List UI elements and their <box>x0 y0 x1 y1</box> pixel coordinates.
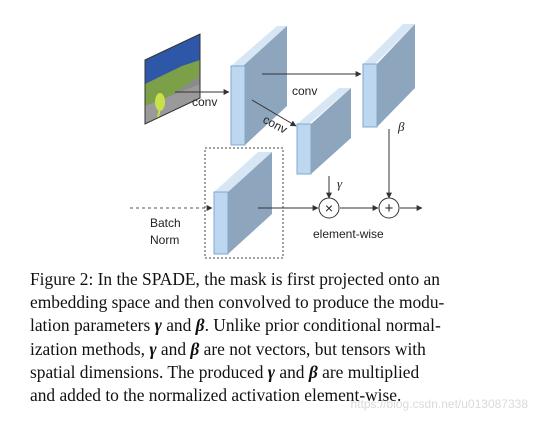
gamma-block-top <box>297 88 351 124</box>
label-conv-3: conv <box>261 112 290 136</box>
caption-line: lation parameters γ and β. Unlike prior … <box>30 315 441 336</box>
beta-block-top <box>363 24 415 64</box>
mask-tree-shape <box>155 93 165 111</box>
caption-line: spatial dimensions. The produced γ and β… <box>30 361 420 382</box>
label-beta: β <box>397 119 405 134</box>
normalized-block-top <box>214 152 272 192</box>
spade-diagram: × + conv conv conv γ β Batch Norm elemen… <box>130 24 423 259</box>
add-symbol: + <box>385 200 394 217</box>
caption-line: ization methods, γ and β are not vectors… <box>30 338 426 359</box>
beta-block-front <box>362 63 378 128</box>
multiply-operator: × <box>318 197 340 219</box>
normalized-activation-block <box>213 152 272 255</box>
normalized-block-face <box>228 152 272 254</box>
gamma-block <box>296 88 351 175</box>
beta-block-face <box>377 24 415 127</box>
add-circle <box>378 197 400 219</box>
label-conv-1: conv <box>192 95 217 109</box>
figure-caption: Figure 2: In the SPADE, the mask is firs… <box>30 268 516 407</box>
label-norm: Norm <box>150 233 179 247</box>
mask-frame <box>144 33 201 125</box>
segmentation-mask-image <box>144 33 201 125</box>
beta-block <box>362 24 415 128</box>
label-conv-2: conv <box>292 84 317 98</box>
caption-line: Figure 2: In the SPADE, the mask is firs… <box>30 269 440 289</box>
caption-line: and added to the normalized activation e… <box>30 385 402 406</box>
embedding-block-front <box>230 65 246 146</box>
gamma-block-front <box>296 123 312 175</box>
label-element-wise: element-wise <box>313 227 384 241</box>
embedding-block-face <box>245 26 287 145</box>
add-operator: + <box>378 197 400 219</box>
mask-tree-trunk <box>157 107 161 119</box>
arrow-embedding-to-gamma <box>251 99 297 127</box>
gamma-block-face <box>311 88 351 174</box>
normalized-block-front <box>213 191 229 255</box>
multiply-circle <box>318 197 340 219</box>
label-gamma: γ <box>337 176 343 191</box>
batch-norm-dashed-box <box>204 147 284 259</box>
embedding-block-top <box>231 26 287 66</box>
caption-line: embedding space and then convolved to pr… <box>30 292 445 313</box>
label-batch: Batch <box>150 216 181 230</box>
watermark: https://blog.csdn.net/u013087338 <box>350 397 528 411</box>
multiply-symbol: × <box>325 200 333 216</box>
embedding-block <box>230 26 287 146</box>
